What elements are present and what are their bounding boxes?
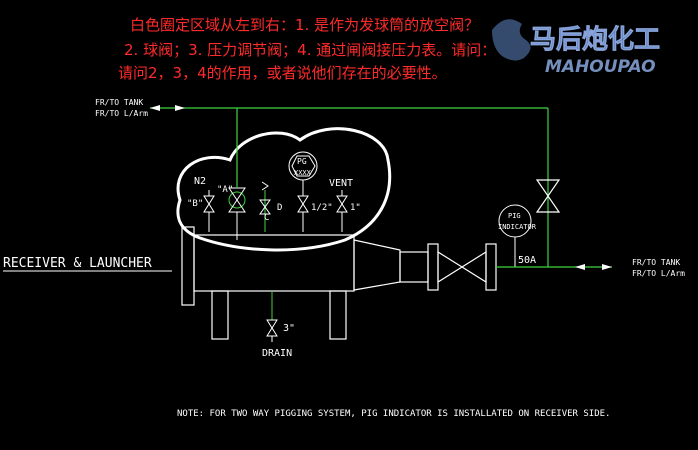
d-label: D xyxy=(277,203,282,213)
one-inch-label: 1" xyxy=(350,203,361,213)
size-label: 50A xyxy=(518,255,536,266)
arrow-in-icon xyxy=(575,264,585,270)
question-line-2: 2. 球阀；3. 压力调节阀；4. 通过闸阀接压力表。请问： xyxy=(124,41,496,59)
valve-group: N2 "B" "A" C D PG XXXX 1/2" VENT 1" xyxy=(187,140,361,240)
diagram-title: RECEIVER & LAUNCHER xyxy=(3,256,152,271)
drain-label: DRAIN xyxy=(262,348,292,359)
half-inch-label: 1/2" xyxy=(311,203,333,213)
arrow-out-icon xyxy=(602,264,612,270)
arrow-left-icon xyxy=(150,105,160,111)
pig-indicator: PIG INDICATOR xyxy=(498,204,537,267)
arrow-right-icon xyxy=(175,105,185,111)
watermark-en: MAHOUPAO xyxy=(545,57,656,77)
bypass-valve xyxy=(535,179,561,213)
c-label: C xyxy=(264,213,269,223)
watermark-cn: 马后炮化工 xyxy=(530,24,660,55)
right-label-1: FR/TO TANK xyxy=(632,258,680,267)
pg-tag-icon xyxy=(291,155,316,177)
top-left-label-2: FR/TO L/Arm xyxy=(95,109,148,118)
pg-tag: PG xyxy=(297,157,307,166)
dragon-icon xyxy=(492,19,531,61)
drain-valve: 3" DRAIN xyxy=(262,291,295,359)
pig-tag-1: PIG xyxy=(508,212,521,220)
question-line-3: 请问2，3，4的作用，或者说他们存在的必要性。 xyxy=(118,64,447,82)
top-header-pipe: FR/TO TANK FR/TO L/Arm xyxy=(95,98,549,267)
right-label-2: FR/TO L/Arm xyxy=(632,269,685,278)
top-left-label-1: FR/TO TANK xyxy=(95,98,143,107)
highlight-outline xyxy=(176,127,392,252)
outlet-pipe: 50A FR/TO TANK FR/TO L/Arm xyxy=(496,255,685,278)
pig-tag-2: INDICATOR xyxy=(498,223,537,231)
a-label: "A" xyxy=(217,185,233,195)
b-label: "B" xyxy=(187,199,203,209)
n2-label: N2 xyxy=(194,176,206,187)
pg-number: XXXX xyxy=(294,169,312,177)
receiver-vessel xyxy=(181,226,497,340)
drain-size: 3" xyxy=(283,323,295,334)
watermark-logo: 马后炮化工 MAHOUPAO xyxy=(492,19,660,77)
question-line-1: 白色圈定区域从左到右：1. 是作为发球筒的放空阀？ xyxy=(130,16,479,34)
note-text: NOTE: FOR TWO WAY PIGGING SYSTEM, PIG IN… xyxy=(177,409,610,419)
vent-label: VENT xyxy=(329,178,353,189)
